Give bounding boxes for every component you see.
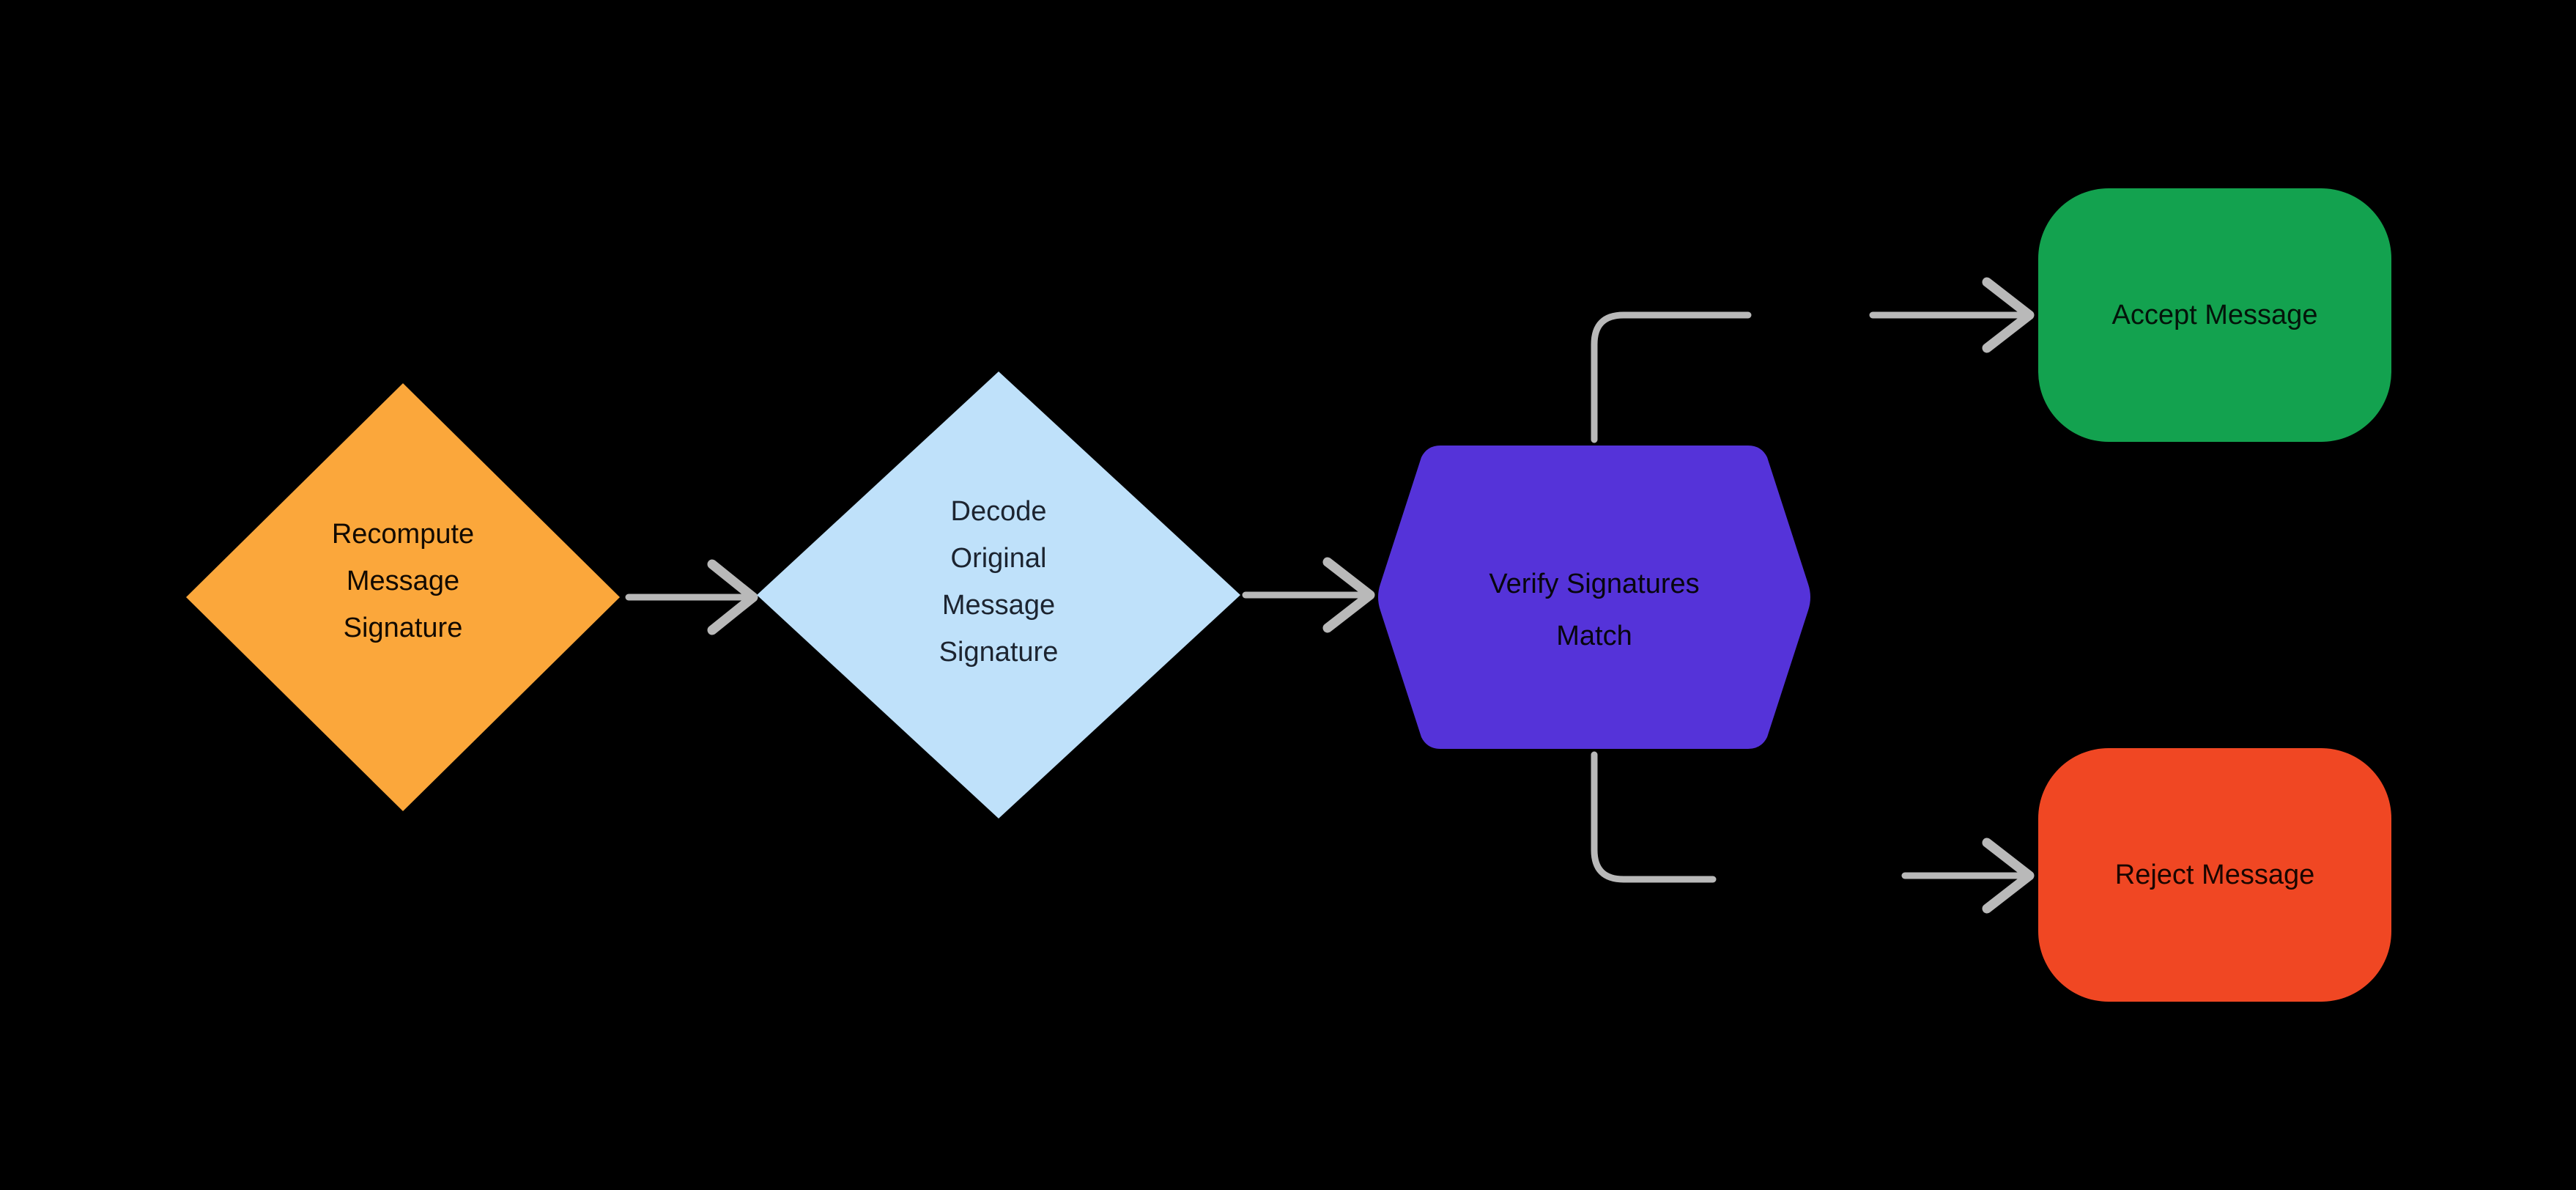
edge-to-accept-arrow[interactable]	[1869, 277, 2035, 353]
node-label-line: Decode	[951, 496, 1047, 527]
node-accept-message[interactable]: Accept Message	[2038, 188, 2391, 442]
rounded-rect-shape	[2038, 188, 2391, 442]
arrowhead-icon	[1982, 277, 2035, 353]
node-label-line: Accept Message	[2112, 300, 2318, 330]
arrowhead-icon	[707, 559, 758, 635]
arrowhead-icon	[1322, 557, 1375, 633]
rounded-rect-shape	[2038, 748, 2391, 1002]
connector-layer	[625, 277, 2035, 914]
node-verify-signatures-match[interactable]: Verify Signatures Match	[1378, 446, 1810, 749]
diamond-shape	[757, 372, 1240, 818]
elbow-path	[1591, 751, 1717, 883]
node-reject-message[interactable]: Reject Message	[2038, 748, 2391, 1002]
edge-verify-top-elbow[interactable]	[1591, 311, 1752, 443]
elbow-path	[1591, 311, 1752, 443]
node-label-line: Original	[951, 543, 1047, 574]
node-label-line: Message	[347, 566, 459, 596]
node-label-line: Signature	[939, 637, 1059, 668]
edge-to-reject-arrow[interactable]	[1901, 838, 2035, 914]
node-label-line: Match	[1556, 621, 1632, 651]
node-label-line: Reject Message	[2115, 860, 2314, 890]
arrowhead-icon	[1982, 838, 2035, 914]
node-label-line: Signature	[344, 613, 463, 643]
node-label-line: Verify Signatures	[1489, 569, 1699, 599]
edge-recompute-to-decode[interactable]	[625, 559, 758, 635]
hexagon-shape-main	[1378, 446, 1810, 749]
node-decode-original-message-signature[interactable]: Decode Original Message Signature	[757, 372, 1240, 818]
diamond-shape	[186, 383, 620, 811]
node-label-line: Message	[942, 590, 1055, 621]
edge-verify-bottom-elbow[interactable]	[1591, 751, 1717, 883]
edge-decode-to-verify[interactable]	[1242, 557, 1375, 633]
node-recompute-message-signature[interactable]: Recompute Message Signature	[186, 383, 620, 811]
node-label-line: Recompute	[332, 519, 474, 550]
